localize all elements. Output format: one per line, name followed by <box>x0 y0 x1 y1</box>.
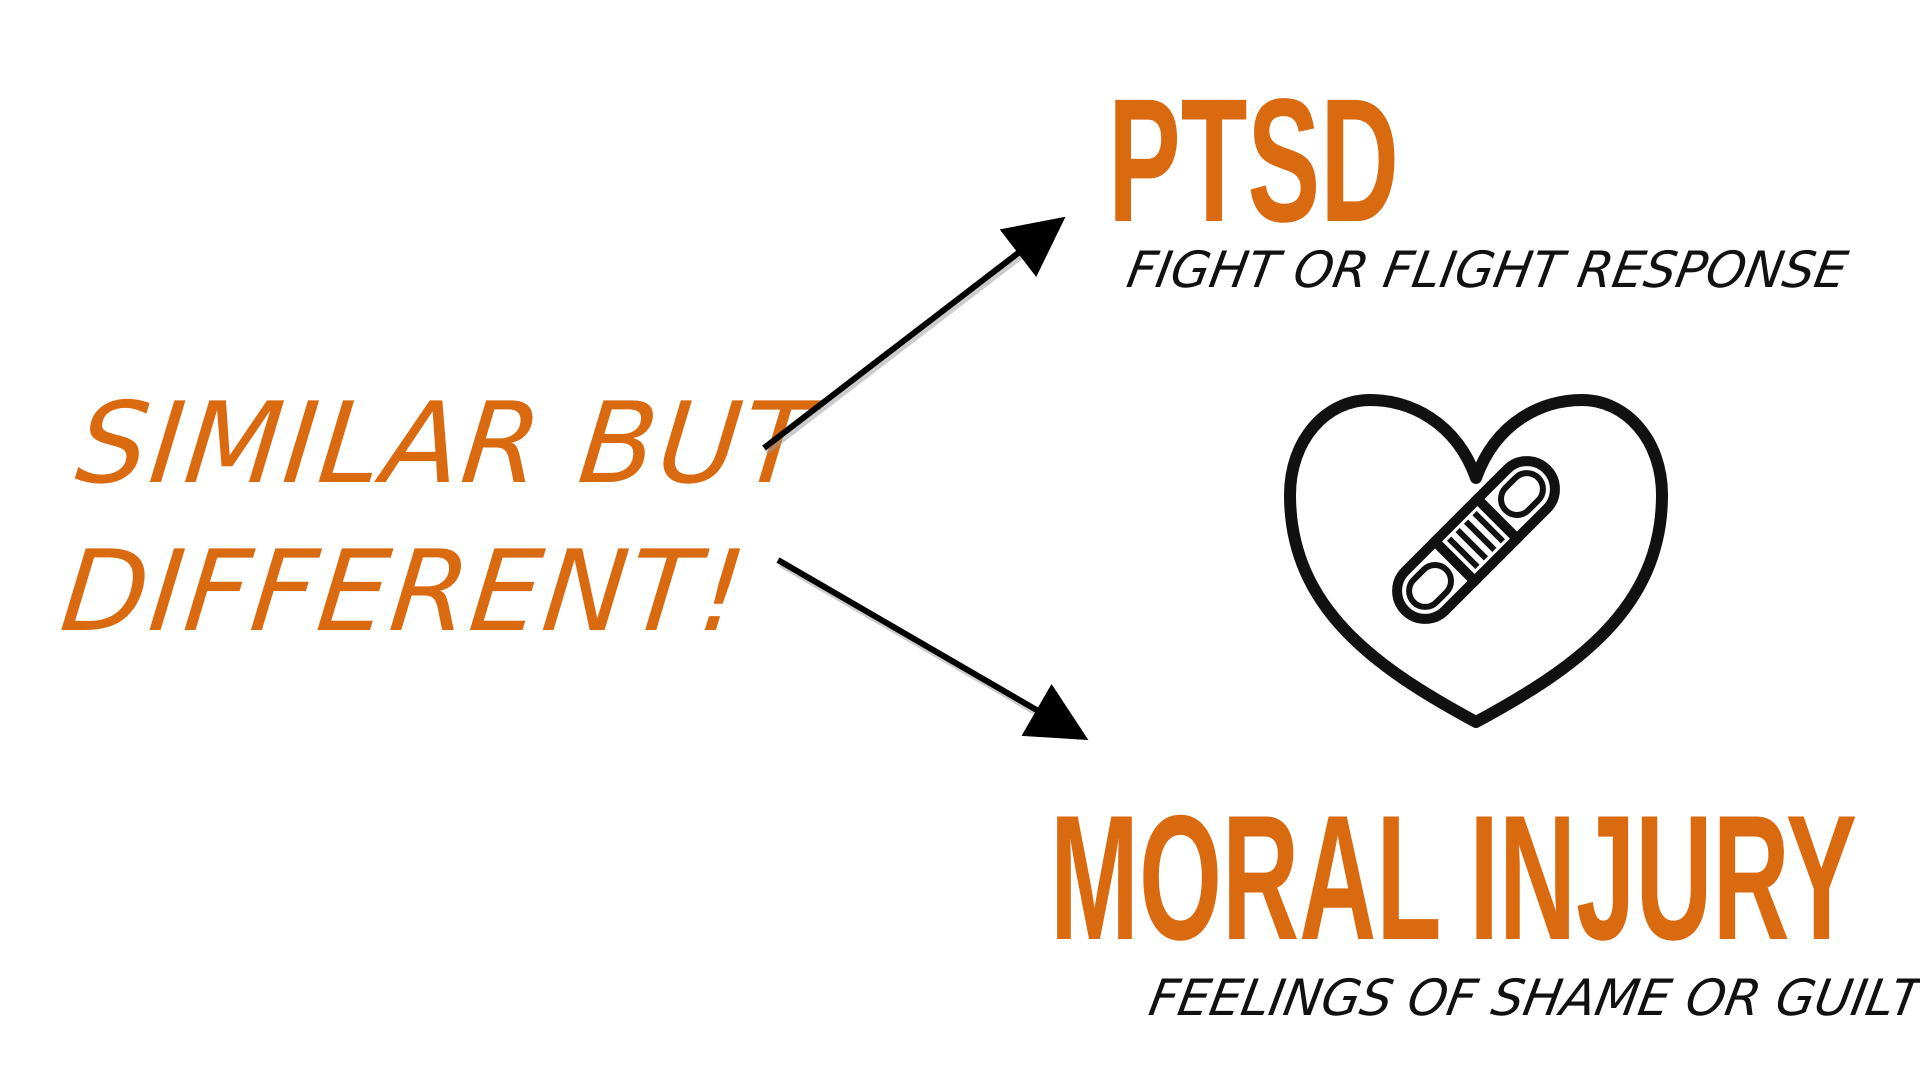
arrow-to-moral-injury <box>776 557 1089 741</box>
moral-injury-subtitle: Feelings of shame or guilt <box>1144 969 1920 1027</box>
ptsd-title: PTSD <box>1108 63 1400 259</box>
arrow-to-ptsd <box>762 216 1066 455</box>
moral-injury-title: Moral Injury <box>1050 778 1857 977</box>
